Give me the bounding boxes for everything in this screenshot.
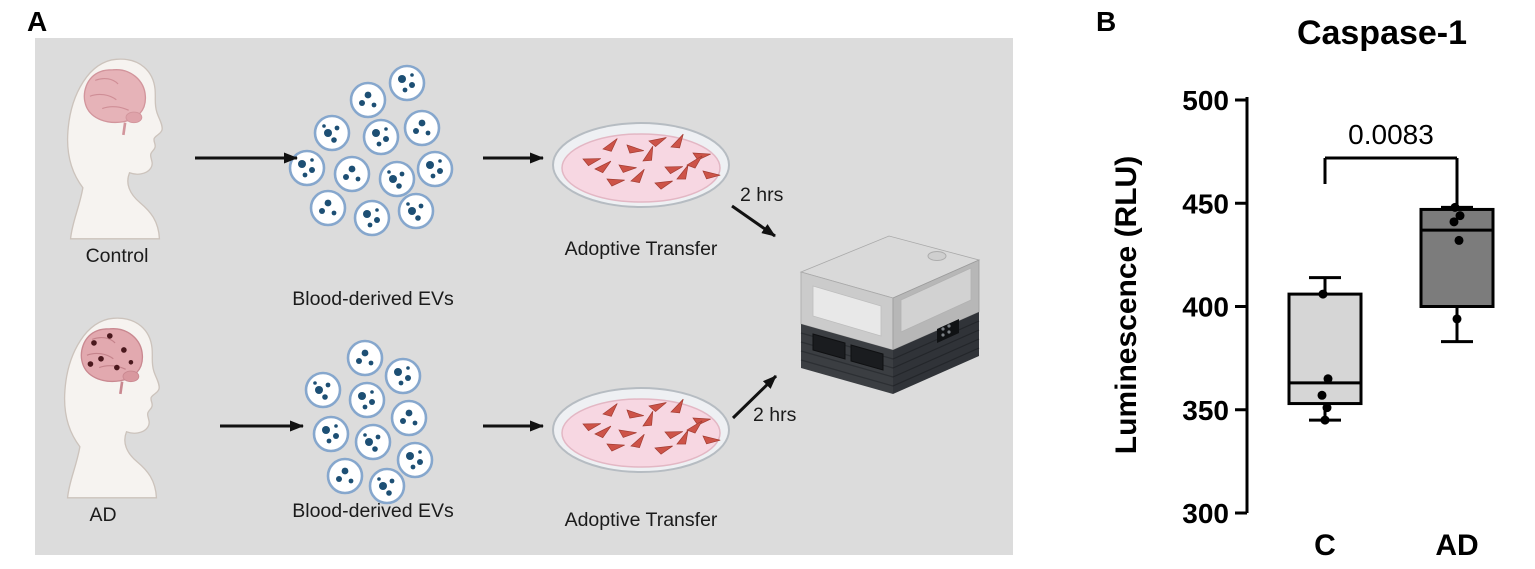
flow-arrows (195, 152, 778, 432)
ev-cluster-top-icon (288, 64, 454, 237)
transfer-label-top: Adoptive Transfer (564, 238, 718, 260)
y-tick-label: 300 (1182, 498, 1229, 529)
chart-title: Caspase-1 (1296, 14, 1468, 52)
panel-a-illustration (63, 58, 981, 505)
y-tick-label: 450 (1182, 188, 1229, 219)
data-point (1449, 217, 1459, 227)
data-point (1317, 390, 1327, 400)
time-label-top: 2 hrs (740, 184, 784, 206)
y-tick-label: 500 (1182, 85, 1229, 116)
panel-a-label: A (27, 6, 48, 37)
petri-dish-top-icon (553, 123, 729, 207)
box-C (1287, 292, 1363, 406)
transfer-label-bottom: Adoptive Transfer (564, 509, 718, 531)
x-category-label: C (1314, 529, 1336, 562)
y-axis-title: Luminescence (RLU) (1110, 156, 1143, 454)
amyloid-plaque-dots-icon (87, 333, 134, 371)
plate-reader-icon (799, 235, 981, 394)
arrow-dish-to-reader-top-icon (731, 204, 776, 238)
control-label: Control (85, 245, 149, 267)
y-tick-label: 400 (1182, 292, 1229, 323)
panel-b-label: B (1096, 6, 1117, 37)
control-head-brain-icon (66, 58, 163, 240)
evs-label-top: Blood-derived EVs (292, 288, 454, 310)
ev-cluster-bottom-icon (304, 339, 434, 505)
y-tick-label: 350 (1182, 395, 1229, 426)
arrow-dish-to-reader-bottom-icon (731, 374, 778, 420)
data-point (1322, 403, 1332, 413)
time-label-bottom: 2 hrs (753, 404, 797, 426)
ad-head-brain-icon (63, 317, 160, 499)
data-point (1318, 289, 1328, 299)
box-AD (1419, 207, 1495, 309)
ad-label: AD (89, 504, 117, 526)
data-point (1320, 415, 1330, 425)
x-category-label: AD (1435, 529, 1478, 562)
p-value-label: 0.0083 (1348, 119, 1434, 150)
evs-label-bottom: Blood-derived EVs (292, 500, 454, 522)
petri-dish-bottom-icon (553, 388, 729, 472)
data-point (1455, 211, 1465, 221)
panel-a-canvas: Control Blood-derived EVs Adoptive Trans… (35, 38, 1013, 555)
data-point (1454, 235, 1464, 245)
data-point (1323, 374, 1333, 384)
keypad-icon (937, 319, 959, 343)
data-point (1452, 314, 1462, 324)
